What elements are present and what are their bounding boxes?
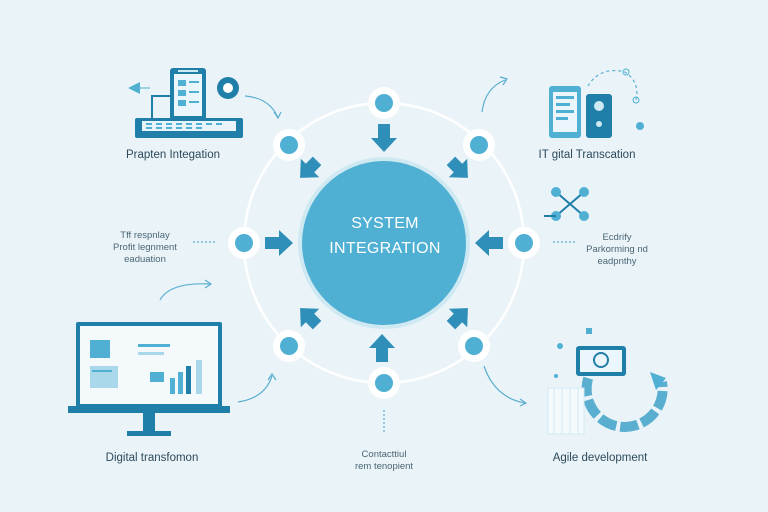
label-bottom-right: Agile development bbox=[552, 452, 648, 464]
mobile-devices-icon bbox=[549, 68, 644, 138]
label-mid-right-line2: Parkorming nd bbox=[586, 243, 648, 255]
label-mid-left-line1: Tff respnlay bbox=[120, 230, 170, 241]
center-title: SYSTEM INTEGRATION bbox=[300, 212, 470, 262]
label-mid-left-line3: eaduation bbox=[124, 253, 166, 265]
center-circle bbox=[298, 157, 470, 329]
connectors bbox=[159, 76, 575, 432]
arrow-top-icon bbox=[371, 124, 397, 152]
center-title-line2: INTEGRATION bbox=[329, 239, 441, 257]
ring-node-right bbox=[508, 227, 540, 259]
label-mid-right-line3: eadpnthy bbox=[597, 255, 637, 267]
ring-node-top-left bbox=[273, 129, 305, 161]
ring-node-left bbox=[228, 227, 260, 259]
arrow-left-icon bbox=[265, 230, 293, 256]
ring-node-top-right bbox=[463, 129, 495, 161]
ring-node-bottom bbox=[368, 367, 400, 399]
arrow-bottom-right-icon bbox=[446, 308, 468, 330]
ring-node-bottom-left bbox=[273, 330, 305, 362]
label-mid-right-line1: Ecdrify bbox=[602, 232, 632, 243]
label-bottom-center: Contacttiul rem tenopient bbox=[329, 449, 439, 473]
arrow-top-right-icon bbox=[446, 156, 468, 178]
ring-nodes bbox=[228, 87, 540, 399]
arrow-right-icon bbox=[475, 230, 503, 256]
agile-cycle-icon bbox=[547, 328, 668, 435]
label-top-right: IT gital Transcation bbox=[538, 149, 636, 161]
label-mid-left: Tff respnlay Profit legnment eaduation bbox=[100, 230, 190, 266]
label-top-left: Prapten Integation bbox=[126, 149, 220, 161]
arrow-bottom-left-icon bbox=[300, 308, 322, 330]
arrow-top-left-icon bbox=[300, 156, 322, 178]
arrow-bottom-icon bbox=[369, 334, 395, 362]
network-nodes-icon bbox=[544, 187, 589, 221]
label-mid-left-line2: Profit legnment bbox=[113, 241, 177, 253]
arrows bbox=[265, 124, 503, 362]
label-bottom-center-line1: Contacttiul bbox=[361, 449, 407, 460]
label-bottom-center-line2: rem tenopient bbox=[354, 460, 414, 472]
ring-node-top bbox=[368, 87, 400, 119]
ring-node-bottom-right bbox=[458, 330, 490, 362]
label-bottom-left: Digital transfomon bbox=[105, 452, 199, 464]
monitor-dashboard-icon bbox=[68, 322, 230, 436]
label-mid-right: Ecdrify Parkorming nd eadpnthy bbox=[572, 232, 662, 268]
center-title-line1: SYSTEM bbox=[351, 215, 419, 232]
laptop-phone-icon bbox=[128, 68, 243, 138]
